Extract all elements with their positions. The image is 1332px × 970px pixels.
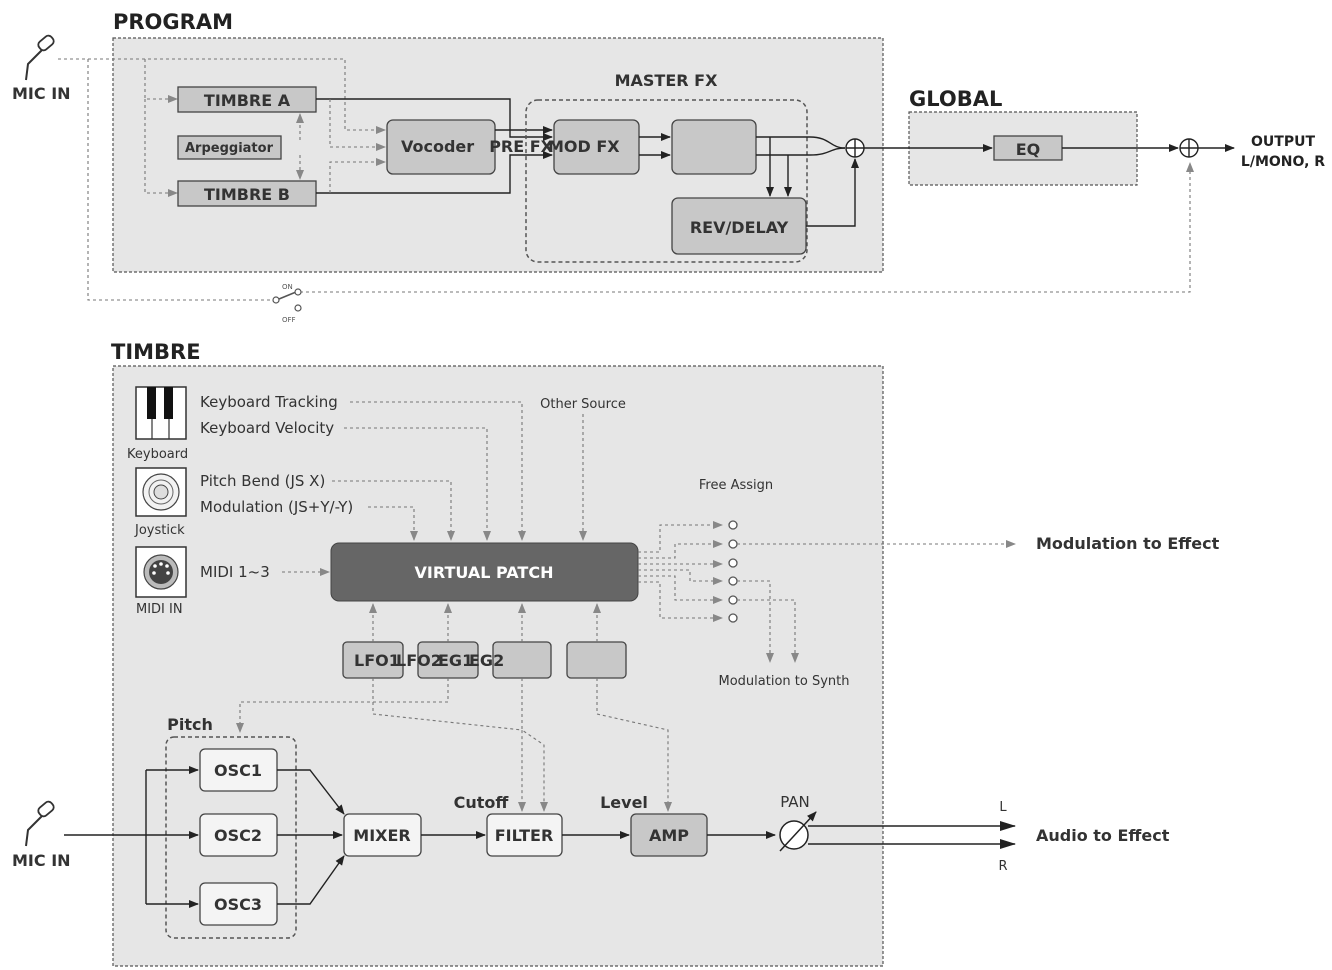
keyboard-velocity-label: Keyboard Velocity bbox=[200, 419, 334, 437]
midi-connector-icon bbox=[135, 546, 187, 598]
pitch-label: Pitch bbox=[167, 715, 213, 734]
vocoder-label: Vocoder bbox=[401, 137, 474, 156]
amp-label: AMP bbox=[649, 826, 689, 845]
virtual-patch-box bbox=[330, 542, 639, 602]
eq-box bbox=[993, 135, 1063, 161]
timbre-mic-icon bbox=[25, 800, 55, 847]
pitch-bend-label: Pitch Bend (JS X) bbox=[200, 472, 325, 490]
pan-label: PAN bbox=[780, 793, 810, 811]
mic-icon bbox=[25, 34, 55, 81]
master-fx-title: MASTER FX bbox=[615, 71, 718, 90]
timbre-b-box bbox=[177, 180, 317, 207]
global-section: GLOBAL EQ OUTPUT L/MONO, R bbox=[864, 87, 1325, 186]
timbre-a-label: TIMBRE A bbox=[204, 91, 291, 110]
switch-on-label: ON bbox=[282, 283, 293, 291]
cutoff-label: Cutoff bbox=[454, 793, 510, 812]
midi-in-label: MIDI IN bbox=[136, 602, 183, 617]
lfo2-label: LFO2 bbox=[396, 651, 442, 670]
timbre-title: TIMBRE bbox=[111, 340, 201, 364]
timbre-section: TIMBRE Keyboard Joystick MIDI IN bbox=[12, 340, 1220, 967]
level-label: Level bbox=[600, 793, 648, 812]
master-fx-region bbox=[525, 99, 808, 263]
timbre-b-label: TIMBRE B bbox=[204, 185, 290, 204]
virtual-patch-label: VIRTUAL PATCH bbox=[415, 563, 554, 582]
modulation-to-effect-label: Modulation to Effect bbox=[1036, 534, 1220, 553]
keyboard-tracking-label: Keyboard Tracking bbox=[200, 393, 338, 411]
osc2-label: OSC2 bbox=[214, 826, 262, 845]
mod-fx-label: MOD FX bbox=[548, 137, 620, 156]
pre-fx-box bbox=[553, 119, 640, 175]
lfo1-label: LFO1 bbox=[354, 651, 400, 670]
arpeggiator-box bbox=[177, 135, 282, 160]
left-channel-label: L bbox=[999, 800, 1007, 815]
rev-delay-label: REV/DELAY bbox=[690, 218, 789, 237]
program-section: PROGRAM MIC IN ON OFF TIMBRE A TIMBRE B … bbox=[12, 10, 1194, 324]
pitch-region bbox=[165, 736, 297, 939]
output-label-line1: OUTPUT bbox=[1251, 134, 1315, 150]
right-channel-label: R bbox=[998, 859, 1007, 874]
keyboard-icon bbox=[135, 386, 187, 440]
arpeggiator-label: Arpeggiator bbox=[185, 141, 274, 156]
eg2-box bbox=[566, 641, 627, 679]
other-source-label: Other Source bbox=[540, 397, 626, 412]
free-assign-label: Free Assign bbox=[699, 478, 773, 493]
output-sum-node-icon bbox=[1179, 138, 1199, 158]
sum-node-icon bbox=[845, 138, 865, 158]
eq-label: EQ bbox=[1016, 140, 1041, 159]
vocoder-box bbox=[386, 119, 496, 175]
timbre-mic-in-label: MIC IN bbox=[12, 851, 71, 870]
mod-fx-box bbox=[671, 119, 757, 175]
program-mic-in-label: MIC IN bbox=[12, 84, 71, 103]
mic-switch-icon bbox=[272, 288, 302, 312]
joystick-icon bbox=[135, 467, 187, 517]
modulation-to-synth-label: Modulation to Synth bbox=[719, 674, 850, 689]
audio-to-effect-label: Audio to Effect bbox=[1036, 826, 1170, 845]
pan-knob-icon bbox=[779, 811, 817, 852]
free-assign-outputs bbox=[638, 520, 738, 623]
output-label-line2: L/MONO, R bbox=[1241, 154, 1325, 170]
eg1-label: EG1 bbox=[438, 651, 473, 670]
filter-label: FILTER bbox=[495, 826, 554, 845]
joystick-label: Joystick bbox=[134, 523, 185, 538]
timbre-a-box bbox=[177, 86, 317, 113]
modulation-label: Modulation (JS+Y/-Y) bbox=[200, 498, 353, 516]
global-title: GLOBAL bbox=[909, 87, 1002, 111]
midi-1-3-label: MIDI 1~3 bbox=[200, 563, 270, 581]
keyboard-label: Keyboard bbox=[127, 447, 188, 462]
osc3-label: OSC3 bbox=[214, 895, 262, 914]
eg2-label: EG2 bbox=[469, 651, 504, 670]
program-title: PROGRAM bbox=[113, 10, 233, 34]
mixer-label: MIXER bbox=[353, 826, 410, 845]
pre-fx-label: PRE FX bbox=[489, 137, 553, 156]
osc1-label: OSC1 bbox=[214, 761, 262, 780]
switch-off-label: OFF bbox=[282, 316, 296, 324]
